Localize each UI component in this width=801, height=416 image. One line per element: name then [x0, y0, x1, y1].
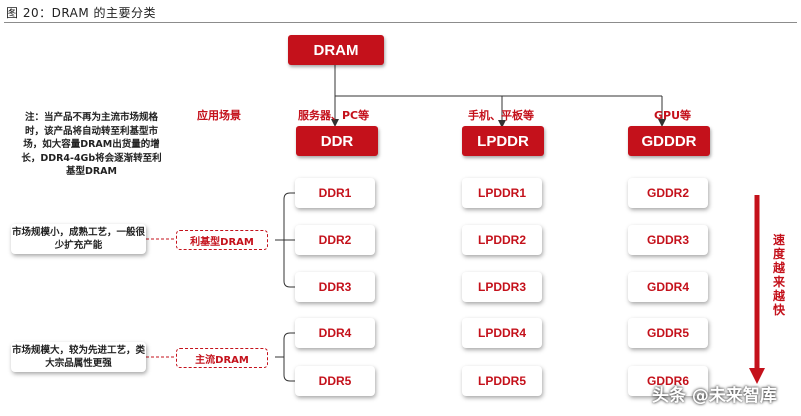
branch-ddr-box: DDR — [296, 126, 378, 156]
speed-arrow-head — [749, 368, 765, 384]
lpddr3-box: LPDDR3 — [462, 272, 542, 302]
root-dram-box: DRAM — [288, 35, 384, 65]
mainstream-description: 市场规模大，较为先进工艺，类大宗品属性更强 — [11, 342, 146, 372]
gddr2-box: GDDR2 — [628, 178, 708, 208]
bracket-niche-ddr — [275, 192, 295, 288]
ddr5-box: DDR5 — [295, 366, 375, 396]
note-text: 注：当产品不再为主流市场规格时，该产品将自动转至利基型市场，如大容量DRAM出货… — [21, 112, 162, 177]
lpddr1-box: LPDDR1 — [462, 178, 542, 208]
gddr6-box: GDDR6 — [628, 366, 708, 396]
gddr3-box: GDDR3 — [628, 225, 708, 255]
ddr3-box: DDR3 — [295, 272, 375, 302]
application-ddr: 服务器、PC等 — [298, 109, 370, 122]
lpddr4-box: LPDDR4 — [462, 318, 542, 348]
mainstream-dram-tag: 主流DRAM — [176, 348, 268, 368]
gddr4-box: GDDR4 — [628, 272, 708, 302]
niche-description: 市场规模小，成熟工艺，一般很少扩充产能 — [11, 224, 146, 254]
speed-label: 速度越来越快 — [772, 233, 785, 317]
branch-gdddr-box: GDDDR — [628, 126, 710, 156]
niche-dram-tag: 利基型DRAM — [176, 230, 268, 250]
bracket-mainstream-ddr — [275, 332, 295, 382]
title-rule — [4, 22, 797, 23]
application-label: 应用场景 — [197, 109, 241, 122]
branch-lpddr-box: LPDDR — [462, 126, 544, 156]
application-gdddr: GPU等 — [654, 109, 692, 122]
application-lpddr: 手机、平板等 — [468, 109, 534, 122]
figure-title: 图 20：DRAM 的主要分类 — [6, 6, 157, 20]
gddr5-box: GDDR5 — [628, 318, 708, 348]
ddr4-box: DDR4 — [295, 318, 375, 348]
lpddr5-box: LPDDR5 — [462, 366, 542, 396]
ddr2-box: DDR2 — [295, 225, 375, 255]
ddr1-box: DDR1 — [295, 178, 375, 208]
lpddr2-box: LPDDR2 — [462, 225, 542, 255]
watermark: 头条 @未来智库 — [652, 386, 777, 406]
